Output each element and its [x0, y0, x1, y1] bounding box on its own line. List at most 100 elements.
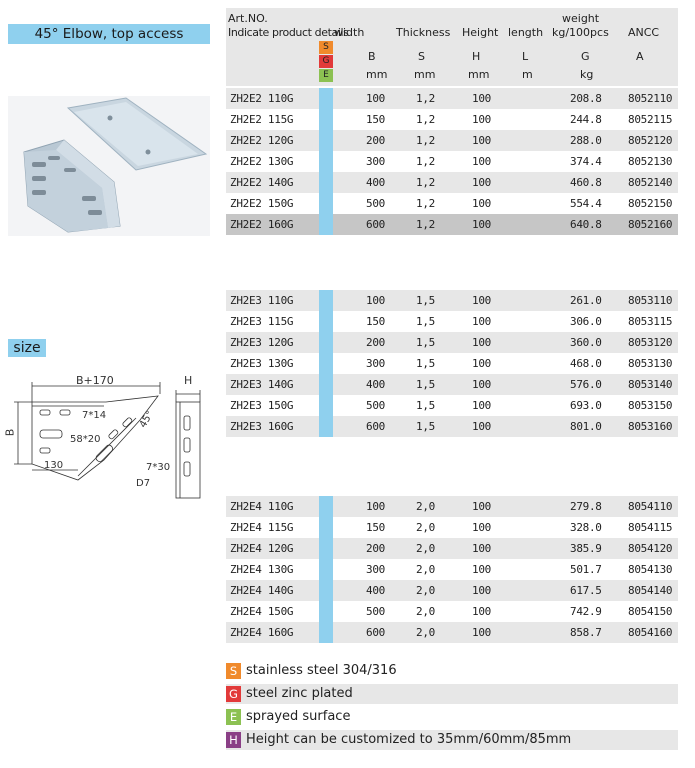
cell-b: 300 [366, 357, 385, 370]
cell-a: 8054140 [628, 584, 673, 597]
cell-s: 1,5 [416, 294, 435, 307]
cell-s: 1,5 [416, 420, 435, 433]
cell-g: 617.5 [570, 584, 602, 597]
cell-b: 100 [366, 500, 385, 513]
cell-s: 1,2 [416, 176, 435, 189]
cell-b: 500 [366, 605, 385, 618]
cell-h: 100 [472, 500, 491, 513]
unit-weight: kg [580, 68, 594, 81]
cell-h: 100 [472, 605, 491, 618]
slot-mid-label: 58*20 [70, 434, 101, 445]
cell-g: 576.0 [570, 378, 602, 391]
cell-h: 100 [472, 378, 491, 391]
cell-s: 1,2 [416, 218, 435, 231]
finish-strip [319, 290, 333, 437]
cell-a: 8054115 [628, 521, 673, 534]
unit-length: m [522, 68, 533, 81]
cell-s: 1,2 [416, 134, 435, 147]
cell-art: ZH2E2 110G [230, 92, 294, 105]
cell-art: ZH2E2 130G [230, 155, 294, 168]
cell-art: ZH2E4 115G [230, 521, 294, 534]
cell-s: 1,5 [416, 378, 435, 391]
cell-h: 100 [472, 197, 491, 210]
cell-h: 100 [472, 336, 491, 349]
cell-b: 500 [366, 197, 385, 210]
cell-b: 150 [366, 113, 385, 126]
cell-a: 8053115 [628, 315, 673, 328]
cell-art: ZH2E4 140G [230, 584, 294, 597]
cell-h: 100 [472, 155, 491, 168]
cell-g: 693.0 [570, 399, 602, 412]
cell-art: ZH2E3 110G [230, 294, 294, 307]
cell-a: 8053160 [628, 420, 673, 433]
cell-b: 100 [366, 92, 385, 105]
cell-a: 8053120 [628, 336, 673, 349]
finish-strip [319, 496, 333, 643]
header-height: Height [462, 26, 499, 39]
cell-art: ZH2E4 130G [230, 563, 294, 576]
cell-s: 1,2 [416, 155, 435, 168]
cell-g: 385.9 [570, 542, 602, 555]
header-thickness: Thickness [396, 26, 451, 39]
cell-s: 2,0 [416, 500, 435, 513]
cell-b: 400 [366, 378, 385, 391]
cell-s: 1,2 [416, 113, 435, 126]
cell-g: 208.8 [570, 92, 602, 105]
finish-strip [319, 88, 333, 235]
cell-s: 1,5 [416, 399, 435, 412]
cell-a: 8052130 [628, 155, 673, 168]
header-width: width [334, 26, 365, 39]
cell-g: 374.4 [570, 155, 602, 168]
dim-130-label: 130 [44, 460, 64, 471]
cell-s: 2,0 [416, 626, 435, 639]
cell-g: 858.7 [570, 626, 602, 639]
cell-g: 360.0 [570, 336, 602, 349]
table-header: Art.NO. Indicate product details width T… [226, 8, 678, 86]
cell-b: 600 [366, 420, 385, 433]
cell-g: 742.9 [570, 605, 602, 618]
cell-h: 100 [472, 542, 491, 555]
cell-art: ZH2E3 120G [230, 336, 294, 349]
cell-s: 1,5 [416, 315, 435, 328]
cell-a: 8053130 [628, 357, 673, 370]
cell-s: 1,2 [416, 92, 435, 105]
finish-tag-s: S [319, 41, 333, 54]
size-label: size [8, 339, 46, 357]
cell-h: 100 [472, 176, 491, 189]
header-ancc: ANCC [628, 26, 660, 39]
cell-b: 500 [366, 399, 385, 412]
cell-g: 640.8 [570, 218, 602, 231]
cell-h: 100 [472, 113, 491, 126]
cell-s: 1,2 [416, 197, 435, 210]
dim-b-label: B [3, 428, 17, 437]
cell-art: ZH2E3 150G [230, 399, 294, 412]
cell-b: 200 [366, 542, 385, 555]
cell-b: 600 [366, 626, 385, 639]
cell-g: 244.8 [570, 113, 602, 126]
header-weight: weight [562, 12, 600, 25]
cell-g: 288.0 [570, 134, 602, 147]
legend-key: H [226, 732, 241, 748]
cell-b: 400 [366, 176, 385, 189]
cell-art: ZH2E4 120G [230, 542, 294, 555]
unit-height: mm [468, 68, 490, 81]
cell-g: 328.0 [570, 521, 602, 534]
cell-art: ZH2E3 115G [230, 315, 294, 328]
cell-h: 100 [472, 399, 491, 412]
cell-s: 2,0 [416, 584, 435, 597]
cell-h: 100 [472, 563, 491, 576]
cell-h: 100 [472, 92, 491, 105]
legend-text: Height can be customized to 35mm/60mm/85… [246, 732, 572, 747]
